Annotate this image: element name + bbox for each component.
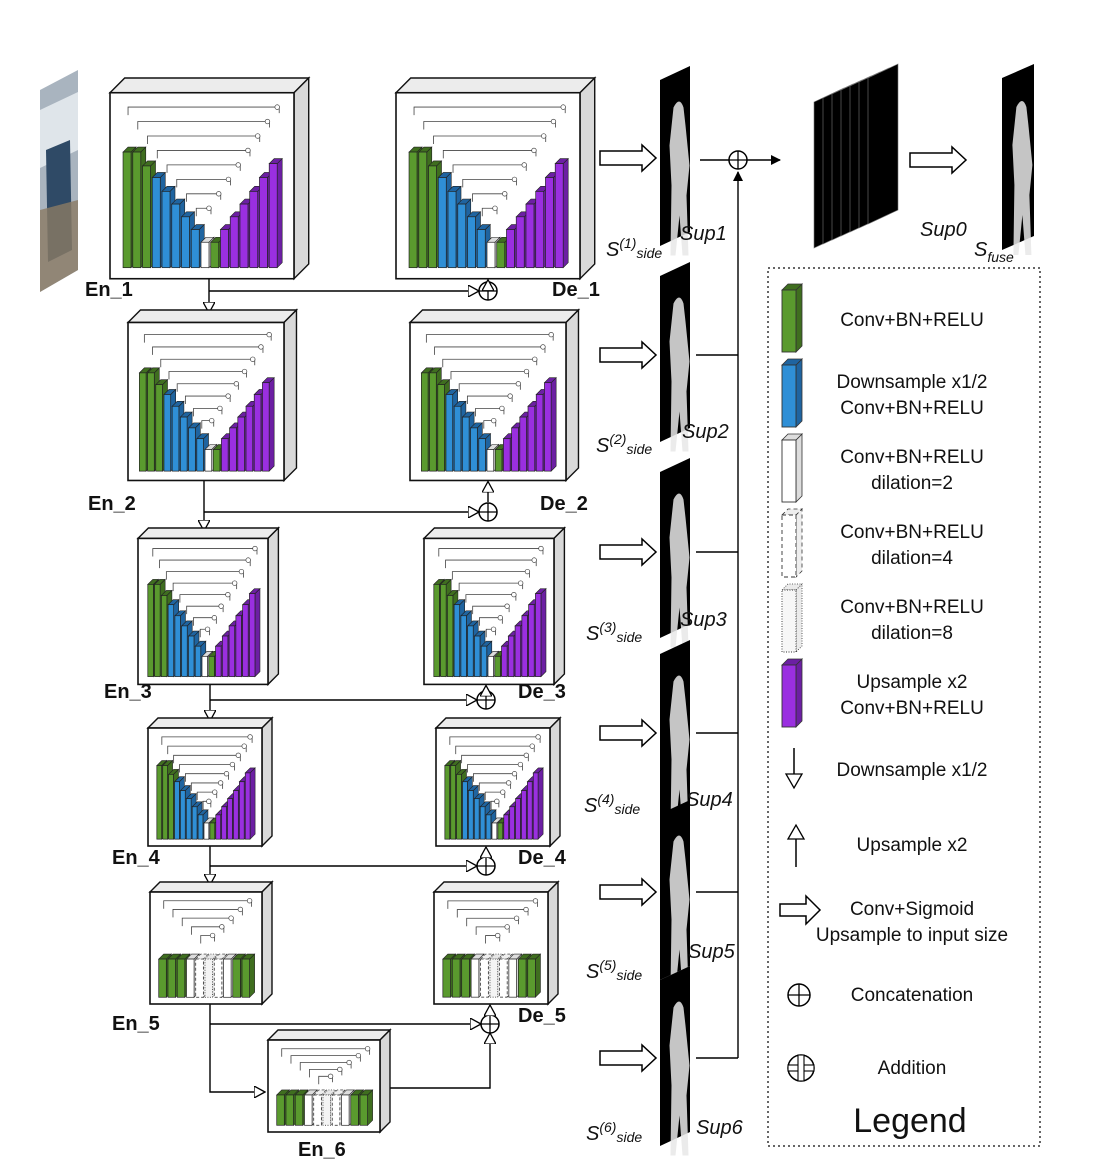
concat-node-4	[476, 856, 496, 876]
encoder-block-5	[148, 880, 274, 1006]
sup-label-3: Sup3	[680, 609, 727, 631]
legend-item-label: Addition	[878, 1058, 947, 1079]
hollow-right-arrow-icon	[779, 894, 822, 926]
addition-node	[728, 150, 748, 170]
legend-item-label: dilation=8	[871, 623, 953, 644]
legend-item-label: dilation=2	[871, 473, 953, 494]
concat-node-5	[480, 1014, 500, 1034]
sup-label-2: Sup2	[682, 421, 729, 443]
fuse-sup-label: Sup0	[920, 219, 967, 241]
connections-layer	[204, 150, 781, 1092]
decoder-label-5: De_5	[518, 1005, 566, 1027]
encoder-block-3	[136, 526, 281, 687]
decoder-block-2	[408, 308, 581, 483]
concatenation-icon	[787, 983, 811, 1007]
blue-block-icon	[781, 358, 803, 428]
concat-node-3	[476, 690, 496, 710]
legend-item-label: Conv+BN+RELU	[840, 522, 984, 543]
concat-node-1	[478, 281, 498, 301]
purple-block-icon	[781, 658, 803, 728]
encoder-label-3: En_3	[104, 681, 152, 703]
side-arrow-6	[599, 1043, 658, 1073]
side-arrow-2	[599, 340, 658, 370]
sup-label-6: Sup6	[696, 1117, 744, 1139]
legend-item-label: Upsample to input size	[816, 925, 1008, 946]
white-block-icon	[781, 433, 803, 503]
sup-label-5: Sup5	[688, 941, 736, 963]
decoder-label-1: De_1	[552, 279, 600, 301]
side-label-3: S(3)side	[586, 619, 642, 645]
dotted-block-icon	[781, 583, 803, 653]
fused-output-map	[1002, 64, 1034, 255]
side-label-5: S(5)side	[586, 957, 642, 983]
side-output-map-6	[660, 966, 690, 1156]
legend-title: Legend	[853, 1102, 966, 1140]
side-output-map-1	[660, 66, 690, 256]
concat-node-2	[478, 502, 498, 522]
legend-item-label: dilation=4	[871, 548, 953, 569]
fuse-s-label: Sfuse	[974, 239, 1014, 265]
side-arrow-1	[599, 143, 658, 173]
stacked-side-maps	[813, 63, 899, 249]
side-arrow-4	[599, 718, 658, 748]
decoder-label-2: De_2	[540, 493, 588, 515]
encoder-block-2	[126, 308, 299, 483]
sup-label-1: Sup1	[680, 223, 727, 245]
legend-item-label: Conv+BN+RELU	[840, 447, 984, 468]
legend-item-label: Upsample x2	[857, 672, 968, 693]
encoder-label-4: En_4	[112, 847, 161, 869]
legend-item-label: Conv+BN+RELU	[840, 398, 984, 419]
fuse-arrow	[909, 145, 968, 175]
encoder-block-1	[108, 76, 311, 281]
encoder-block-4	[146, 716, 274, 848]
decoder-block-5	[432, 880, 560, 1006]
legend-item-label: Conv+BN+RELU	[840, 310, 984, 331]
legend-item-label: Downsample x1/2	[836, 372, 987, 393]
decoder-block-1	[394, 76, 597, 281]
legend-item-label: Downsample x1/2	[836, 760, 987, 781]
side-output-map-4	[660, 640, 690, 830]
down-arrow-icon	[784, 748, 804, 790]
side-output-map-2	[660, 262, 690, 452]
side-label-2: S(2)side	[596, 431, 652, 457]
up-arrow-icon	[786, 823, 806, 867]
side-label-4: S(4)side	[584, 791, 640, 817]
encoder-label-1: En_1	[85, 279, 133, 301]
side-output-map-5	[660, 800, 690, 990]
legend-item-label: Upsample x2	[857, 835, 968, 856]
side-arrow-3	[599, 537, 658, 567]
side-output-map-3	[660, 458, 690, 648]
encoder-label-5: En_5	[112, 1013, 160, 1035]
legend-item-label: Conv+BN+RELU	[840, 597, 984, 618]
encoder-label-2: En_2	[88, 493, 136, 515]
legend-item-label: Concatenation	[851, 985, 974, 1006]
side-arrow-5	[599, 877, 658, 907]
encoder-block-6	[266, 1028, 392, 1134]
addition-icon	[787, 1054, 815, 1082]
legend-frame	[767, 267, 1041, 1147]
dashed-block-icon	[781, 508, 803, 578]
decoder-block-4	[434, 716, 562, 848]
sup-label-4: Sup4	[686, 789, 733, 811]
decoder-label-4: De_4	[518, 847, 567, 869]
legend-item-label: Conv+BN+RELU	[840, 698, 984, 719]
encoder-label-6: En_6	[298, 1139, 346, 1161]
decoder-label-3: De_3	[518, 681, 566, 703]
side-label-6: S(6)side	[586, 1119, 642, 1145]
side-label-1: S(1)side	[606, 235, 662, 261]
input-image	[40, 70, 78, 292]
decoder-block-3	[422, 526, 567, 687]
legend-item-label: Conv+Sigmoid	[850, 899, 974, 920]
blocks-layer: En_1En_2En_3En_4En_5En_6 De_1De_2De_3De_4…	[85, 76, 600, 1161]
green-block-icon	[781, 283, 803, 353]
